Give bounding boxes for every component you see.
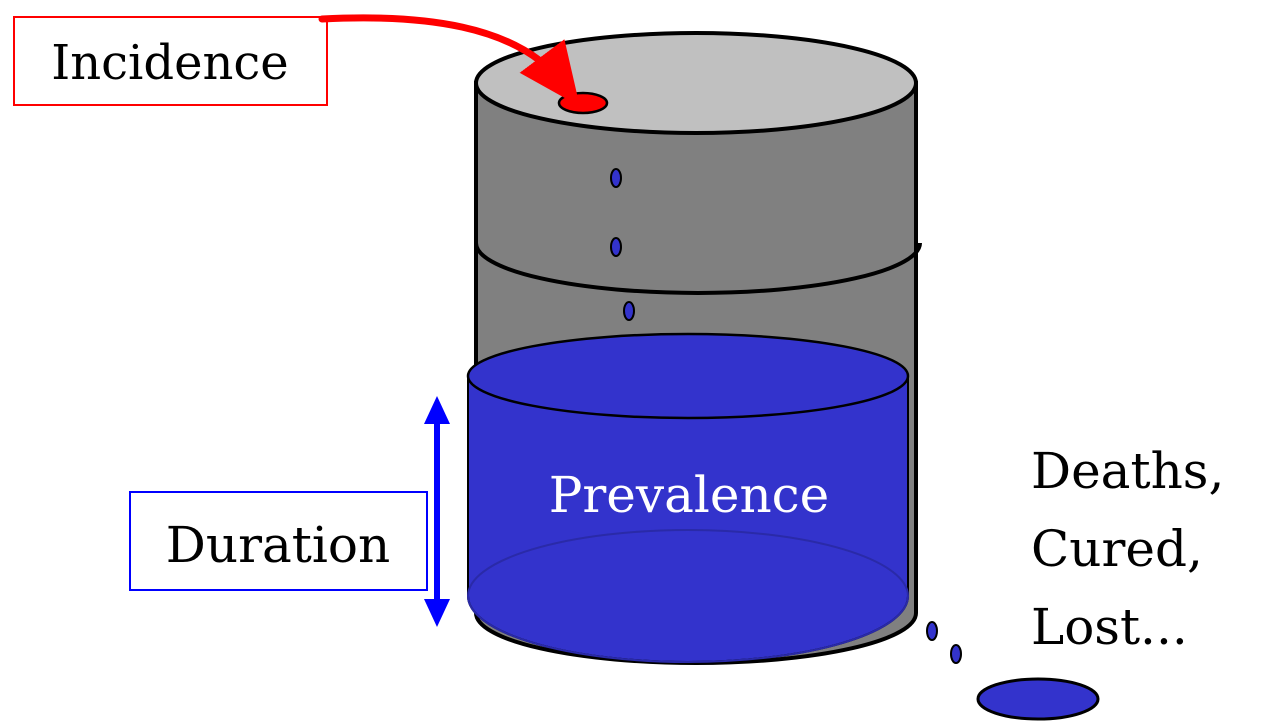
outflow-label-cured: Cured, bbox=[1031, 520, 1203, 578]
incidence-arrow bbox=[318, 14, 580, 107]
drop bbox=[610, 237, 622, 257]
incidence-box bbox=[13, 16, 328, 106]
barrel-top bbox=[474, 31, 918, 135]
incidence-label: Incidence bbox=[51, 35, 288, 91]
leak-drop bbox=[950, 644, 962, 664]
duration-arrow-head-top bbox=[424, 396, 450, 424]
duration-box bbox=[129, 491, 428, 591]
drop bbox=[610, 168, 622, 188]
leak-drop bbox=[926, 621, 938, 641]
prevalence-label: Prevalence bbox=[549, 466, 830, 524]
outflow-label-deaths: Deaths, bbox=[1031, 442, 1224, 500]
duration-label: Duration bbox=[166, 516, 390, 574]
drop bbox=[623, 301, 635, 321]
outflow-puddle bbox=[976, 677, 1100, 721]
incidence-spot bbox=[557, 91, 609, 115]
prevalence-liquid bbox=[468, 376, 908, 662]
liquid-bottom-ellipse bbox=[467, 529, 909, 663]
duration-arrow-head-bottom bbox=[424, 599, 450, 627]
barrel-hoop bbox=[474, 242, 922, 295]
liquid-surface bbox=[466, 332, 910, 420]
outflow-label-lost: Lost... bbox=[1031, 598, 1188, 656]
